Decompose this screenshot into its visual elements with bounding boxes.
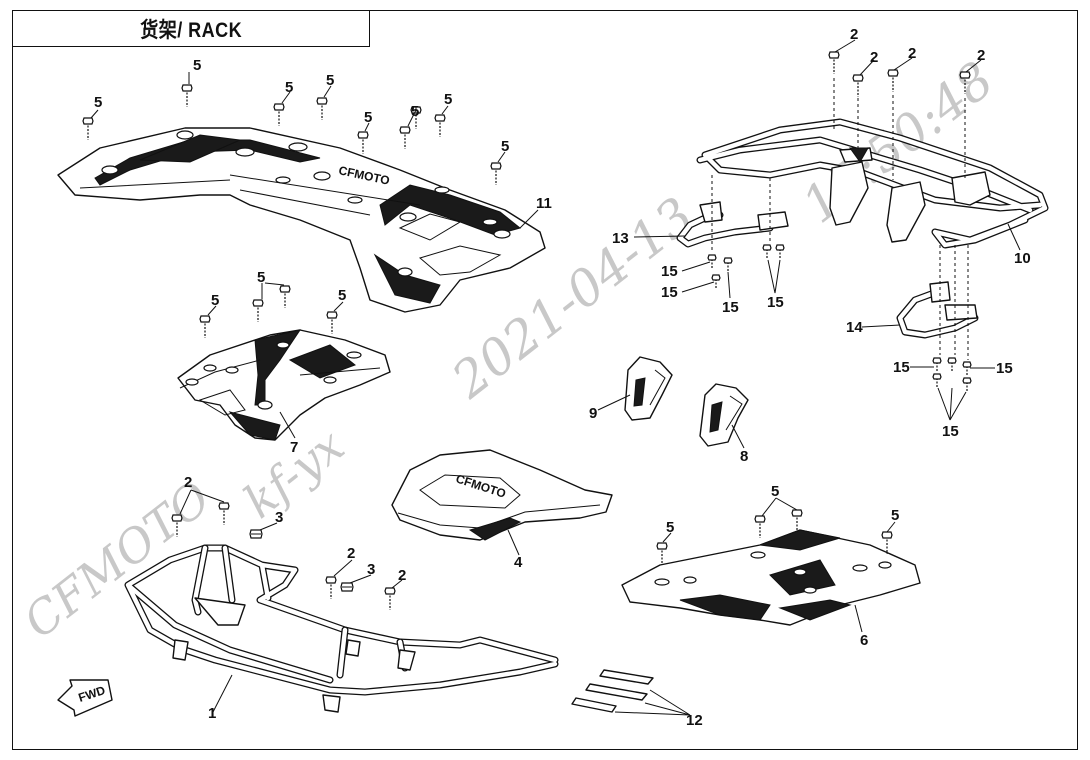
callout-5: 5 xyxy=(94,94,102,111)
callout-9: 9 xyxy=(589,405,597,422)
part-1-rack-frame xyxy=(124,544,559,713)
callout-2: 2 xyxy=(850,26,858,43)
callout-15: 15 xyxy=(893,359,910,376)
callout-2: 2 xyxy=(977,47,985,64)
part-11-rack-panel: CFMOTO xyxy=(57,127,546,313)
callout-5: 5 xyxy=(771,483,779,500)
bolts-part-7 xyxy=(199,285,338,339)
callout-2: 2 xyxy=(908,45,916,62)
callout-13: 13 xyxy=(612,230,629,247)
part-12-strips xyxy=(571,669,654,713)
callout-6: 6 xyxy=(860,632,868,649)
callout-7: 7 xyxy=(290,439,298,456)
fwd-arrow: FWD xyxy=(57,679,113,717)
callout-5: 5 xyxy=(193,57,201,74)
callout-2: 2 xyxy=(184,474,192,491)
part-9-bracket xyxy=(624,356,673,421)
callout-5: 5 xyxy=(326,72,334,89)
drawing-frame xyxy=(12,10,1078,750)
callout-5: 5 xyxy=(338,287,346,304)
callout-1: 1 xyxy=(208,705,216,722)
callout-12: 12 xyxy=(686,712,703,729)
callout-5: 5 xyxy=(501,138,509,155)
part-14-handle xyxy=(896,281,979,339)
callout-5: 5 xyxy=(891,507,899,524)
bolts-15 xyxy=(707,244,972,392)
callout-2: 2 xyxy=(347,545,355,562)
callout-5: 5 xyxy=(211,292,219,309)
callout-15: 15 xyxy=(722,299,739,316)
alignment-lines xyxy=(711,78,969,360)
callout-15: 15 xyxy=(661,263,678,280)
title-box: 货架/ RACK xyxy=(12,10,370,47)
part-10-tube-frame xyxy=(696,118,1049,249)
callout-3: 3 xyxy=(367,561,375,578)
callout-5: 5 xyxy=(285,79,293,96)
callout-8: 8 xyxy=(740,448,748,465)
callout-15: 15 xyxy=(942,423,959,440)
callout-numbers: 5 5 5 5 5 5 5 5 11 5 5 5 7 2 3 2 3 2 1 4… xyxy=(94,26,1031,729)
callout-14: 14 xyxy=(846,319,863,336)
leader-lines xyxy=(90,39,1021,716)
callout-5: 5 xyxy=(444,91,452,108)
callout-5: 5 xyxy=(666,519,674,536)
part-4-rack-cover: CFMOTO xyxy=(391,449,613,541)
callout-3: 3 xyxy=(275,509,283,526)
part-7-rack-panel xyxy=(177,329,391,441)
callout-10: 10 xyxy=(1014,250,1031,267)
callout-15: 15 xyxy=(996,360,1013,377)
part-6-rack-panel xyxy=(621,529,921,626)
part-13-handle xyxy=(676,201,789,248)
callout-2: 2 xyxy=(870,49,878,66)
callout-5: 5 xyxy=(257,269,265,286)
callout-15: 15 xyxy=(661,284,678,301)
callout-15: 15 xyxy=(767,294,784,311)
callout-2: 2 xyxy=(398,567,406,584)
callout-5: 5 xyxy=(364,109,372,126)
watermark-brand: CFMOTO xyxy=(14,470,221,648)
callout-5: 5 xyxy=(411,103,419,120)
callout-11: 11 xyxy=(536,195,552,212)
part-8-bracket xyxy=(699,383,749,447)
page-title: 货架/ RACK xyxy=(140,18,242,42)
callout-4: 4 xyxy=(514,554,523,571)
